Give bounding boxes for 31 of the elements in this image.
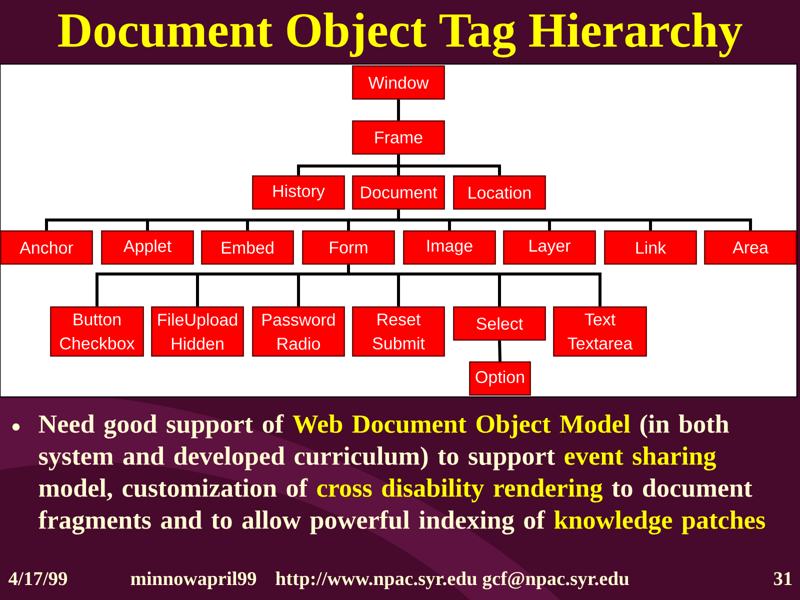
tree-connector — [397, 100, 400, 120]
page-number: 31 — [774, 572, 792, 586]
footer-text: minnowapril99 — [130, 572, 256, 590]
tree-connector — [297, 154, 501, 176]
tag-box: Image — [403, 230, 496, 265]
tag-box: Anchor — [0, 230, 93, 265]
tag-box: Text Textarea — [553, 306, 647, 357]
tree-connector — [498, 340, 502, 362]
tag-box: Area — [704, 230, 797, 265]
footer-date: 4/17/99 — [8, 572, 68, 586]
footer-text: http://www.npac.syr.edu gcf@npac.syr.edu — [276, 571, 629, 590]
tag-box: Reset Submit — [352, 306, 445, 357]
tag-box: Button Checkbox — [50, 306, 144, 357]
tree-connector — [45, 210, 752, 230]
tag-box: FileUpload Hidden — [151, 306, 244, 357]
tag-box: Link — [604, 230, 697, 265]
tag-box: Frame — [352, 120, 445, 155]
tag-box: Embed — [201, 230, 294, 265]
slide-title: Document Object Tag Hierarchy — [58, 12, 742, 58]
tag-box: Applet — [101, 230, 194, 265]
tag-box: Form — [302, 230, 395, 265]
tag-box: Option — [469, 361, 531, 396]
tag-box: Document — [352, 175, 445, 210]
tag-box: Window — [352, 65, 445, 100]
tag-box: Layer — [503, 230, 596, 265]
tag-box: Password Radio — [252, 306, 345, 357]
bullet-text: Need good support of Web Document Object Model (in both system and developed curriculum) to support event sharing model, customization of cross disability rendering to document fragments and to allow powerful indexing of knowledge patches — [38, 414, 765, 534]
tag-box: History — [252, 175, 345, 210]
tag-box: Location — [453, 175, 546, 210]
tree-connector — [96, 264, 602, 306]
tag-box: Select — [453, 306, 546, 341]
